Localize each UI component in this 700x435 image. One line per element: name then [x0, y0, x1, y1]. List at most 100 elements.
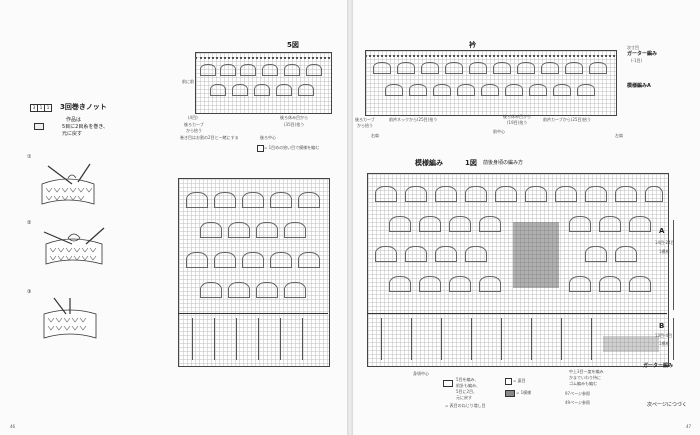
chart5-label: から拾う	[186, 128, 202, 133]
knitting-step-1-illustration	[41, 163, 95, 205]
collar-center-label: 前中心	[493, 129, 505, 134]
section-a-rows: 14目-24目	[655, 240, 675, 245]
cable-mark	[254, 84, 270, 96]
left-page: 3 1 1 3回巻きノット 作品は 5目に2目糸を巻き、 元に戻す ① ② ③ …	[0, 0, 347, 435]
cable-mark	[433, 84, 451, 96]
chart5-label: (35目)拾う	[284, 122, 305, 127]
cable-mark	[589, 62, 607, 74]
cable-mark	[385, 84, 403, 96]
purl-legend-icon	[505, 378, 512, 385]
cable-mark	[200, 282, 222, 298]
rib-column	[280, 318, 281, 360]
technique-note: 元に戻す	[62, 131, 83, 137]
rib-column	[381, 318, 382, 360]
rib-column	[471, 318, 472, 360]
garter-edge	[195, 57, 330, 59]
legend-text: = 裏目	[513, 378, 526, 383]
cable-mark	[479, 216, 501, 232]
technique-note: 5目に2目糸を巻き、	[62, 124, 109, 130]
page-reference: 97ページ参照	[565, 391, 591, 396]
legend-text: 中上3目一度を編み	[569, 369, 604, 374]
cable-mark	[421, 62, 439, 74]
pickup-legend-icon	[257, 145, 264, 152]
section-a-label: A	[659, 227, 665, 235]
cable-mark	[469, 62, 487, 74]
cable-mark	[569, 216, 591, 232]
rib-column	[192, 318, 193, 360]
technique-title: 3回巻きノット	[60, 103, 107, 111]
section-a-bracket	[673, 220, 674, 310]
chart5-title: 5図	[287, 41, 299, 49]
cable-mark	[517, 62, 535, 74]
cable-mark	[375, 246, 397, 262]
cable-mark	[465, 246, 487, 262]
chart5-label: (4目)	[188, 115, 198, 120]
cable-mark	[457, 84, 475, 96]
cable-mark	[419, 216, 441, 232]
rib-column	[258, 318, 259, 360]
cable-mark	[214, 192, 236, 208]
cable-mark	[270, 192, 292, 208]
stitch-symbol-cell: 1	[44, 104, 52, 112]
cable-mark	[555, 186, 577, 202]
cable-mark	[409, 84, 427, 96]
cable-mark	[284, 282, 306, 298]
section-b-bracket	[673, 318, 674, 360]
section-b-label: B	[659, 322, 665, 330]
cable-mark	[525, 186, 547, 202]
cable-mark	[493, 62, 511, 74]
legend-text: ゴム編みも編む	[569, 381, 597, 386]
cable-mark	[599, 276, 621, 292]
cable-mark	[270, 252, 292, 268]
chart5-label: 後ろカーブ	[184, 122, 204, 127]
continue-note: 次ページにつづく	[647, 402, 687, 408]
cable-mark	[445, 62, 463, 74]
cable-mark	[240, 64, 256, 76]
legend-text: = 1模様	[516, 390, 532, 395]
rib-column	[236, 318, 237, 360]
section-divider	[178, 313, 328, 314]
cable-mark	[200, 222, 222, 238]
cable-mark	[242, 192, 264, 208]
legend-text: 前針も編み、	[456, 383, 480, 388]
rib-column	[214, 318, 215, 360]
rib-column	[441, 318, 442, 360]
rib-column	[531, 318, 532, 360]
cable-mark	[541, 62, 559, 74]
cable-mark	[435, 186, 457, 202]
collar-label: 後ろカーブ	[355, 117, 375, 122]
body-chart-left	[178, 178, 330, 367]
garter-edge	[365, 55, 615, 57]
section-b-repeat: 1模様	[659, 341, 670, 346]
garter-repeat-highlight	[603, 336, 659, 352]
page-number: 47	[686, 424, 692, 429]
collar-label: から拾う	[357, 123, 373, 128]
collar-label: (19目)拾う	[507, 120, 528, 125]
technique-note: 作品は	[66, 117, 82, 123]
body-center-label: 身頃中心	[413, 371, 429, 376]
step-number: ①	[27, 154, 32, 160]
cable-mark	[298, 84, 314, 96]
cable-mark	[242, 252, 264, 268]
cable-legend-icon	[443, 380, 453, 387]
cable-mark	[435, 246, 457, 262]
rib-column	[591, 318, 592, 360]
cable-mark	[298, 192, 320, 208]
cable-mark	[262, 64, 278, 76]
cable-mark	[389, 216, 411, 232]
legend-text: かまでいわり持に	[569, 375, 601, 380]
cable-mark	[276, 84, 292, 96]
chart1-title-b: 1図	[465, 159, 477, 167]
cable-mark	[569, 276, 591, 292]
cable-mark	[375, 186, 397, 202]
legend-text: 5目を編み、	[456, 377, 479, 382]
cable-mark	[210, 84, 226, 96]
body-chart-right	[367, 173, 669, 367]
cable-mark	[256, 282, 278, 298]
cable-mark	[284, 222, 306, 238]
knitting-step-3-illustration	[43, 297, 97, 339]
repeat-legend-icon	[505, 390, 515, 397]
chart5-label: 後ろ休み目から	[280, 115, 308, 120]
section-divider	[367, 313, 667, 314]
cable-mark	[186, 192, 208, 208]
